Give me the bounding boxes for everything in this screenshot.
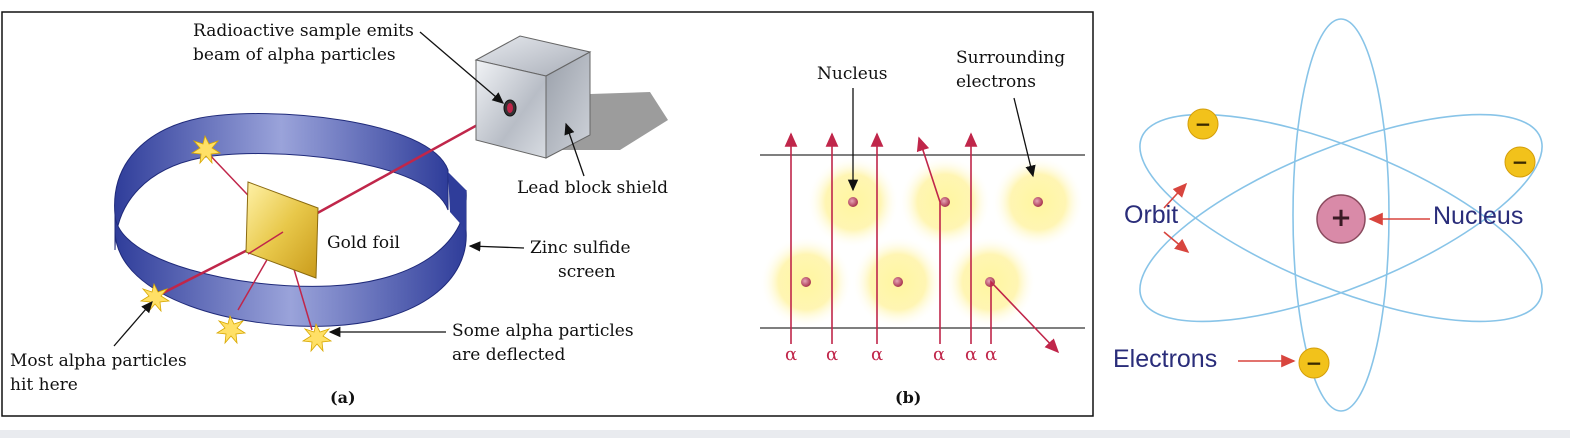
label-nucleus-c: Nucleus: [1433, 202, 1524, 230]
flash-star: [139, 282, 171, 313]
minus-icon: −: [1511, 150, 1529, 174]
alpha-label: α: [965, 344, 978, 365]
flash-star: [301, 322, 333, 353]
callout-zinc-screen: [468, 241, 525, 252]
alpha-label: α: [985, 344, 998, 365]
bottom-strip: [0, 430, 1570, 438]
alpha-label: α: [826, 344, 839, 365]
flash-star: [215, 314, 247, 345]
minus-icon: −: [1194, 112, 1212, 136]
callout-most-hit: [113, 301, 153, 347]
nucleus-dot: [801, 277, 811, 287]
label-source: Radioactive sample emits beam of alpha p…: [193, 21, 414, 65]
nucleus-dots: [801, 197, 1043, 287]
alpha-beam: [282, 105, 511, 234]
flash-star: [190, 134, 222, 165]
electron: [1298, 347, 1330, 379]
nucleus-dot: [940, 197, 950, 207]
minus-icon: −: [1305, 351, 1323, 375]
label-most-hit: Most alpha particles hit here: [10, 351, 187, 395]
nucleus-dot: [848, 197, 858, 207]
nucleus-dot: [893, 277, 903, 287]
plus-icon: +: [1330, 203, 1352, 233]
label-surrounding-electrons: Surrounding electrons: [956, 48, 1066, 92]
zinc-sulfide-screen: [114, 113, 467, 327]
caption-b: (b): [895, 388, 922, 407]
label-nucleus-b: Nucleus: [817, 64, 888, 84]
alpha-label: α: [933, 344, 946, 365]
label-gold-foil: Gold foil: [327, 233, 400, 253]
orbit-tilted-a: [1139, 113, 1543, 323]
atom-orbits: [1139, 18, 1543, 412]
label-orbit: Orbit: [1124, 201, 1179, 229]
orbit-vertical: [1292, 18, 1390, 412]
atom-electrons: [1187, 108, 1536, 379]
electron: [1187, 108, 1219, 140]
label-deflected: Some alpha particles are deflected: [452, 321, 634, 365]
nucleus-dot: [1033, 197, 1043, 207]
label-lead-block: Lead block shield: [517, 178, 669, 198]
orbit-arrow-up: [1163, 182, 1188, 209]
callout-source: [419, 31, 504, 104]
callout-electrons: [1013, 97, 1036, 178]
alpha-label: α: [785, 344, 798, 365]
label-zinc-screen: Zinc sulfide screen: [530, 238, 631, 282]
label-electrons: Electrons: [1113, 345, 1218, 373]
caption-a: (a): [330, 388, 356, 407]
lead-block: [474, 35, 592, 159]
alpha-paths: [784, 132, 1060, 354]
electron: [1504, 146, 1536, 178]
orbit-arrow-down: [1163, 231, 1190, 254]
callout-lead-block: [564, 122, 585, 177]
orbit-tilted-b: [1139, 113, 1543, 323]
alpha-path-deflected: [990, 280, 1060, 354]
alpha-path-deflected: [916, 136, 941, 344]
atom-nucleus: [1316, 194, 1366, 244]
alpha-label: α: [871, 344, 884, 365]
gold-foil: [245, 181, 319, 279]
